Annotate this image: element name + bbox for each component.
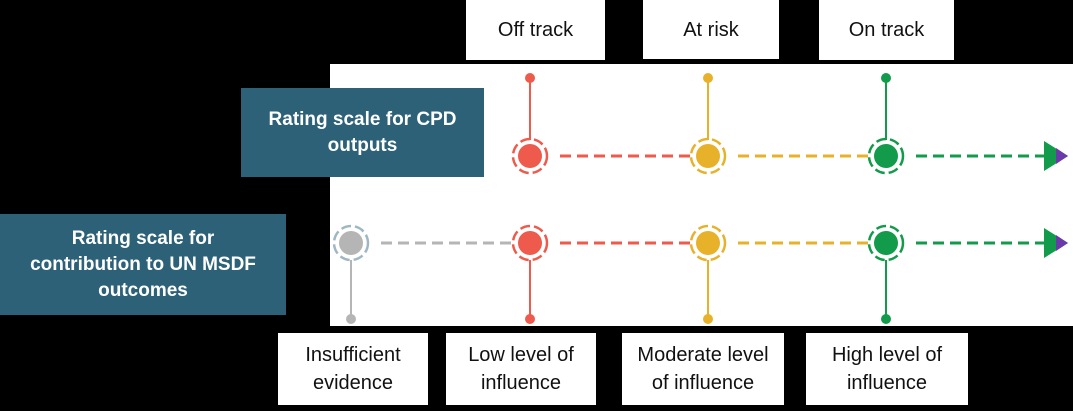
label-low-line1: Low level of [468, 344, 574, 366]
label-insufficient-line2: evidence [312, 372, 394, 394]
scale-msdf-line3: outcomes [98, 279, 188, 301]
label-at-risk: At risk [643, 0, 779, 59]
stem-dot-at-risk [703, 73, 713, 83]
label-at-risk-text: At risk [683, 18, 739, 41]
label-high-line2: influence [846, 372, 928, 394]
arrow-msdf-tip [1056, 235, 1068, 251]
label-high-influence: High level of influence [806, 333, 968, 405]
node-cpd-on-track [867, 137, 905, 175]
label-moderate-line1: Moderate level [637, 344, 769, 366]
scale-msdf-line1: Rating scale for [71, 227, 215, 249]
scale-cpd-line1: Rating scale for CPD [268, 108, 457, 130]
stem-dot-insufficient [346, 314, 356, 324]
arrow-cpd-tip [1056, 148, 1068, 164]
node-msdf-high [867, 224, 905, 262]
label-low-line2: influence [480, 372, 562, 394]
label-moderate-influence: Moderate level of influence [622, 333, 784, 405]
label-moderate-line2: of influence [651, 372, 755, 394]
stem-dot-high [881, 314, 891, 324]
stem-dot-moderate [703, 314, 713, 324]
label-off-track: Off track [466, 0, 605, 60]
node-cpd-off-track [511, 137, 549, 175]
node-msdf-low [511, 224, 549, 262]
label-insufficient-line1: Insufficient [305, 344, 401, 366]
node-msdf-insufficient [332, 224, 370, 262]
scale-msdf-line2: contribution to UN MSDF [30, 253, 256, 275]
node-msdf-moderate [689, 224, 727, 262]
label-on-track-text: On track [848, 19, 925, 41]
node-cpd-at-risk [689, 137, 727, 175]
stem-dot-off-track [525, 73, 535, 83]
label-high-line1: High level of [831, 344, 943, 366]
scale-cpd-line2: outputs [327, 134, 398, 156]
label-off-track-text: Off track [497, 19, 574, 41]
stem-dot-low [525, 314, 535, 324]
label-low-influence: Low level of influence [446, 333, 596, 405]
stem-dot-on-track [881, 73, 891, 83]
label-insufficient-evidence: Insufficient evidence [278, 333, 428, 405]
scale-box-cpd: Rating scale for CPD outputs [241, 88, 484, 177]
label-on-track: On track [819, 0, 954, 60]
scale-box-msdf: Rating scale for contribution to UN MSDF… [0, 214, 286, 315]
